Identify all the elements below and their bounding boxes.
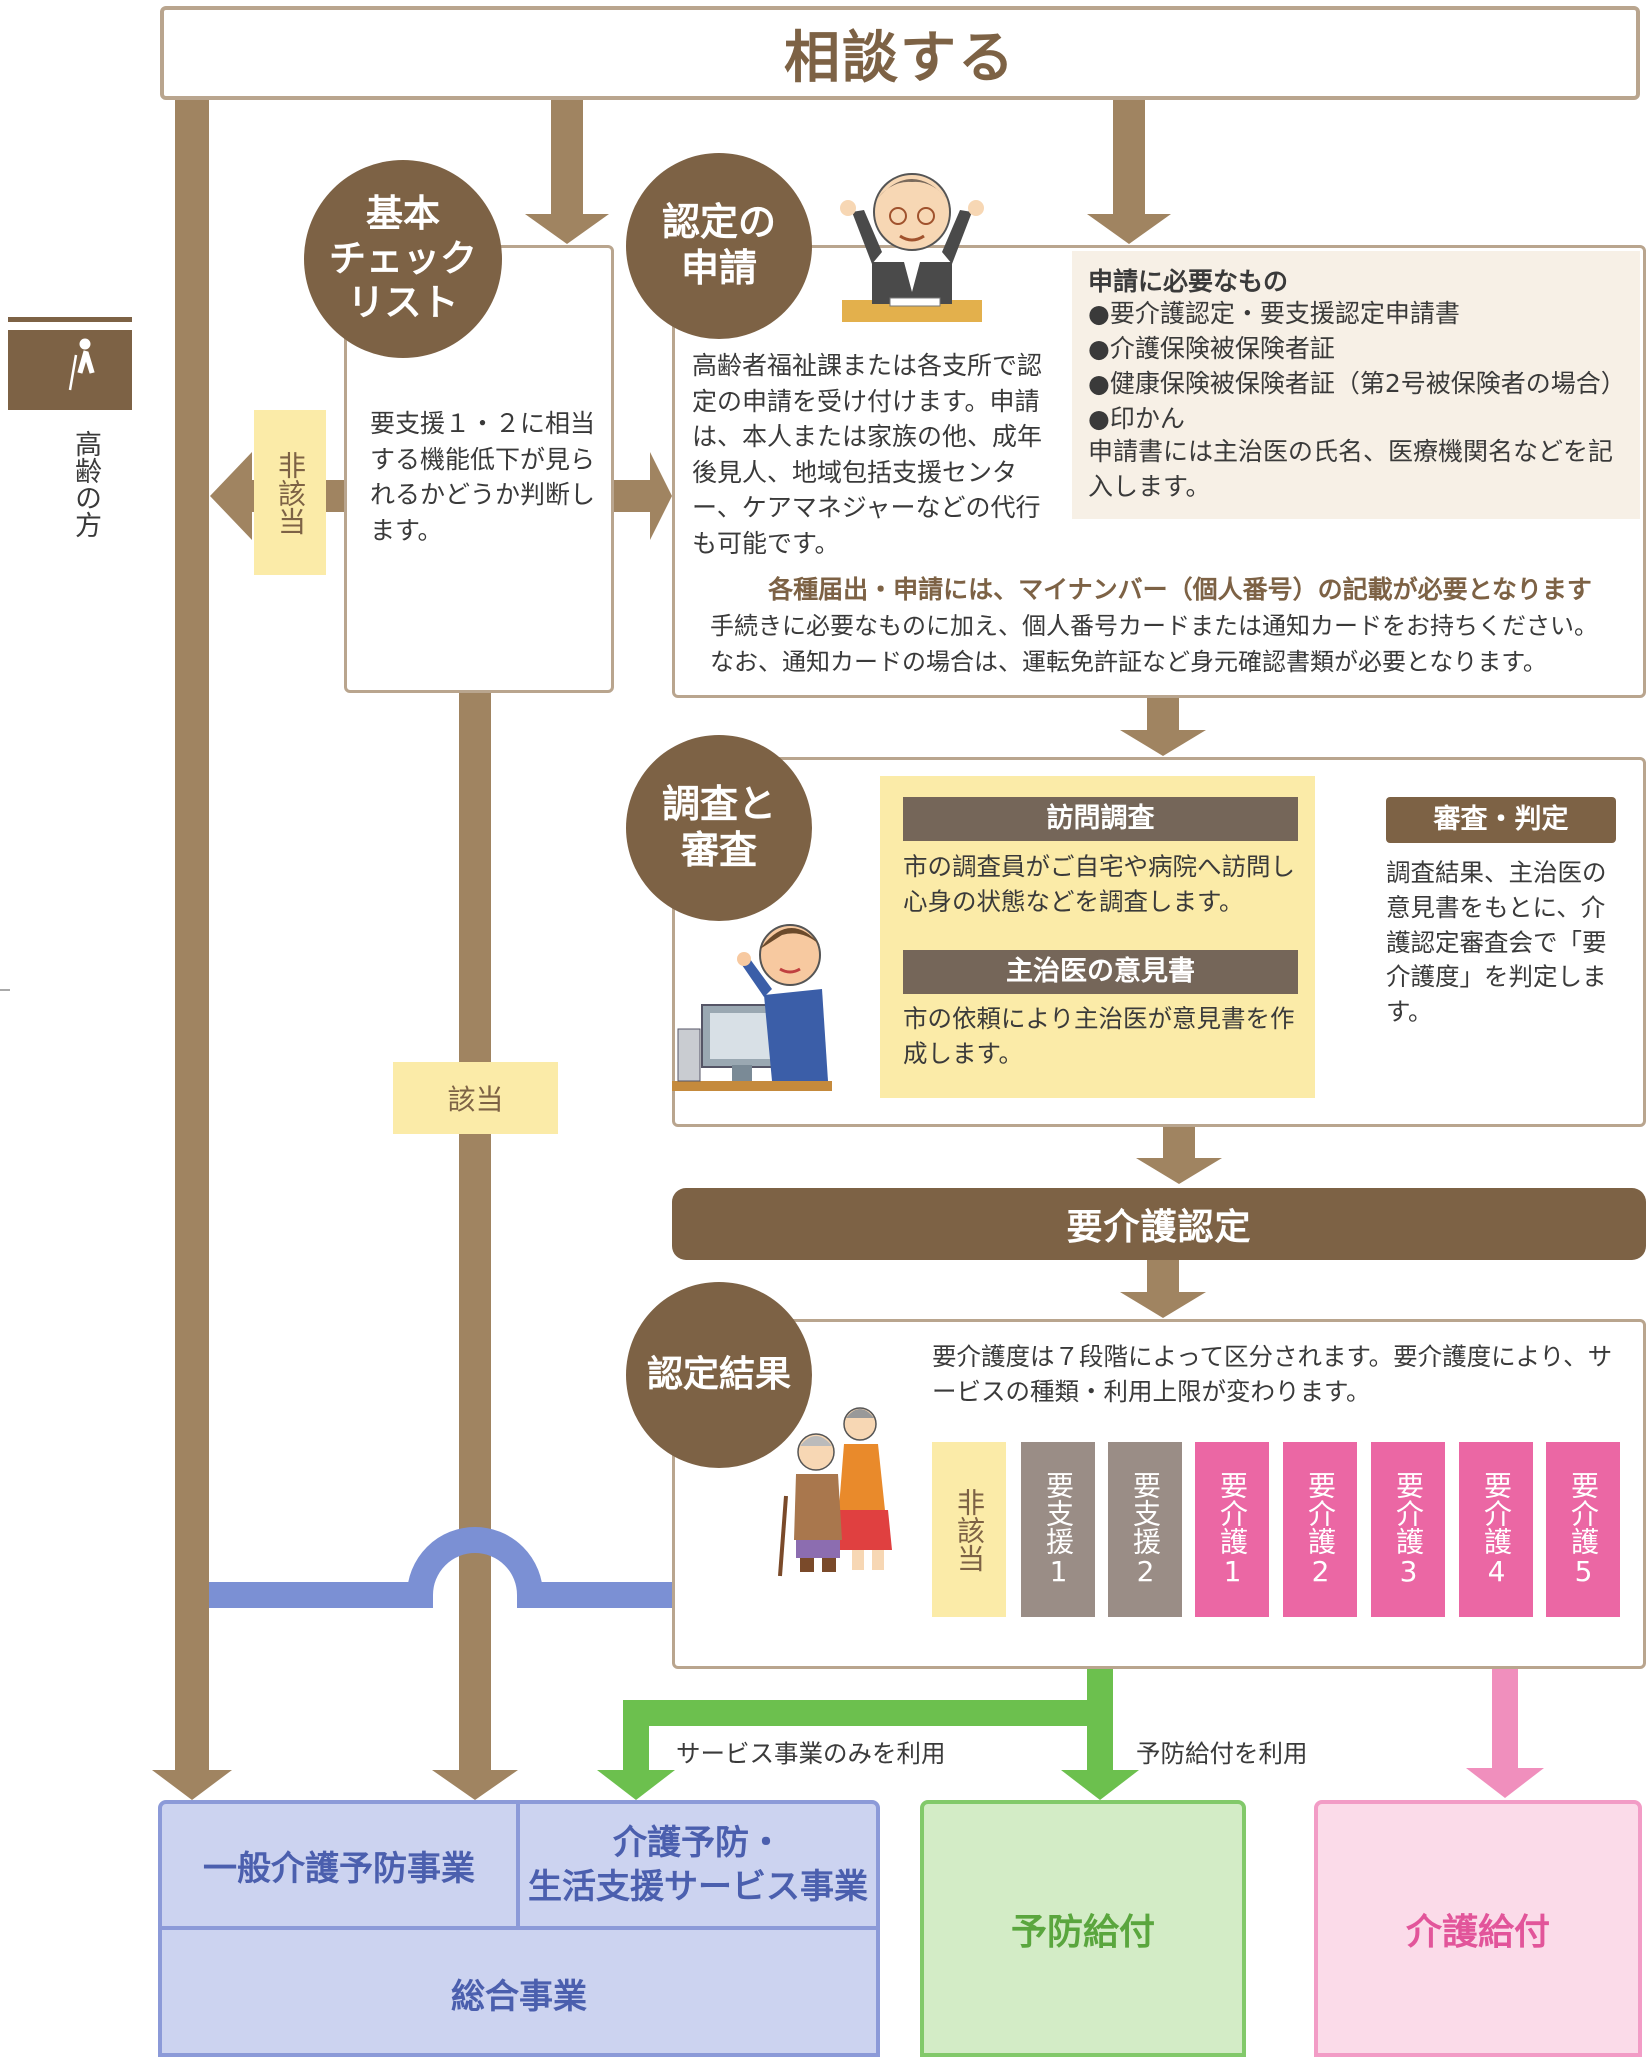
level-care-2: 要介護2 xyxy=(1283,1442,1357,1617)
needs-title: 申請に必要なもの xyxy=(1088,267,1289,296)
mynumber-line2: なお、通知カードの場合は、運転免許証など身元確認書類が必要となります。 xyxy=(710,648,1547,676)
comprehensive-cell: 総合事業 xyxy=(451,1977,587,2017)
result-circle: 認定結果 xyxy=(626,1282,812,1468)
consult-title: 相談する xyxy=(784,25,1016,91)
green-route-arrows xyxy=(597,1652,1139,1800)
application-circle: 認定の 申請 xyxy=(626,153,812,339)
needs-item: ●健康保険被保険者証（第2号被保険者の場合） xyxy=(1088,369,1626,398)
needs-note: 申請書には主治医の氏名、医療機関名などを記入します。 xyxy=(1088,437,1614,501)
consult-banner: 相談する xyxy=(160,6,1640,100)
level-care-3: 要介護3 xyxy=(1371,1442,1445,1617)
opinion-title: 主治医の意見書 xyxy=(903,950,1298,994)
pink-route-arrow xyxy=(1466,1652,1544,1798)
prevention-benefit-box: 予防給付 xyxy=(920,1800,1246,2057)
side-icon-tab xyxy=(8,317,132,410)
mynumber-line1: 手続きに必要なものに加え、個人番号カードまたは通知カードをお持ちください。 xyxy=(710,612,1598,640)
needs-list: ●要介護認定・要支援認定申請書 ●介護保険被保険者証 ●健康保険被保険者証（第2… xyxy=(1088,296,1638,436)
non-applicable-blue-line xyxy=(209,1527,905,1608)
survey-circle: 調査と 審査 xyxy=(626,735,812,921)
applicable-tag: 該当 xyxy=(393,1062,558,1134)
not-applicable-tag: 非該当 xyxy=(254,410,326,575)
consult-down-arrows xyxy=(525,100,1171,244)
route-label-service-only: サービス事業のみを利用 xyxy=(676,1739,946,1768)
checklist-body: 要支援１・２に相当する機能低下が見られるかどうか判断します。 xyxy=(370,409,596,545)
level-care-4: 要介護4 xyxy=(1459,1442,1533,1617)
elderly-person-icon xyxy=(68,338,95,391)
applicable-route-arrow xyxy=(432,692,518,1800)
flow-arrow-down xyxy=(1120,698,1222,1318)
judge-body: 調査結果、主治医の意見書をもとに、介護認定審査会で「要介護度」を判定します。 xyxy=(1386,858,1607,1027)
level-care-1: 要介護1 xyxy=(1195,1442,1269,1617)
general-prevention-cell: 一般介護予防事業 xyxy=(162,1804,520,1930)
mynumber-title: 各種届出・申請には、マイナンバー（個人番号）の記載が必要となります xyxy=(768,575,1592,604)
clerk-illustration xyxy=(840,173,984,322)
left-route-arrow xyxy=(152,100,232,1800)
application-needs-panel xyxy=(1072,251,1640,519)
level-support-1: 要支援1 xyxy=(1021,1442,1095,1617)
judge-title: 審査・判定 xyxy=(1386,797,1616,843)
level-support-2: 要支援2 xyxy=(1108,1442,1182,1617)
life-support-cell: 介護予防・ 生活支援サービス事業 xyxy=(520,1804,876,1930)
care-benefit-box: 介護給付 xyxy=(1314,1800,1642,2057)
needs-item: ●印かん xyxy=(1088,404,1185,433)
level-care-5: 要介護5 xyxy=(1546,1442,1620,1617)
elderly-couple-illustration xyxy=(778,1407,892,1577)
needs-item: ●要介護認定・要支援認定申請書 xyxy=(1088,299,1460,328)
certification-banner: 要介護認定 xyxy=(672,1188,1646,1260)
visit-title: 訪問調査 xyxy=(903,797,1298,841)
surveyor-illustration xyxy=(672,924,832,1091)
result-body: 要介護度は７段階によって区分されます。要介護度により、サービスの種類・利用上限が… xyxy=(932,1342,1613,1406)
visit-body: 市の調査員がご自宅や病院へ訪問し心身の状態などを調査します。 xyxy=(903,852,1295,916)
needs-item: ●介護保険被保険者証 xyxy=(1088,334,1335,363)
checklist-circle: 基本 チェック リスト xyxy=(304,160,502,358)
certification-title: 要介護認定 xyxy=(1066,1207,1252,1248)
application-body: 高齢者福祉課または各支所で認定の申請を受け付けます。申請は、本人または家族の他、… xyxy=(692,351,1043,558)
side-label: 高齢の方 xyxy=(70,430,101,538)
level-non-applicable: 非該当 xyxy=(932,1442,1006,1617)
opinion-body: 市の依頼により主治医が意見書を作成します。 xyxy=(903,1004,1295,1068)
route-label-prevention: 予防給付を利用 xyxy=(1136,1739,1308,1768)
